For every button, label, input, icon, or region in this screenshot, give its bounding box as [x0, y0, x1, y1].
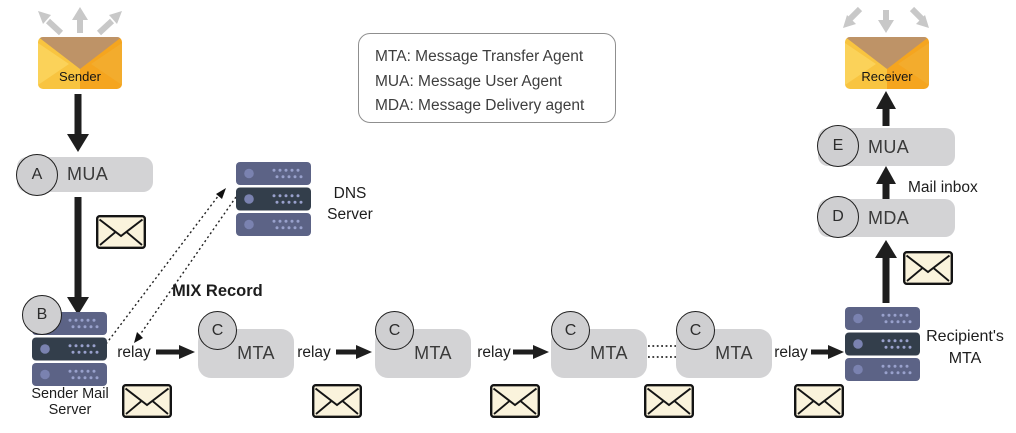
- node-mua-a: A MUA: [16, 154, 153, 196]
- node-mda-d-label: MDA: [868, 207, 910, 228]
- relay-label-1: relay: [117, 344, 151, 361]
- badge-e: E: [817, 125, 859, 167]
- badge-c-4: C: [676, 311, 715, 350]
- relay-label-3: relay: [477, 344, 511, 361]
- sender-mail-server-label: Sender Mail Server: [31, 386, 109, 418]
- arrow-mua-to-server: [67, 197, 89, 315]
- relay-label-4: relay: [774, 344, 808, 361]
- badge-c-3: C: [551, 311, 590, 350]
- mail-envelope-icon: [490, 384, 540, 418]
- mail-inbox-label: Mail inbox: [908, 179, 978, 196]
- arrow-sender-to-mua: [67, 94, 89, 152]
- recipient-mta-label: Recipient's MTA: [926, 328, 1004, 367]
- arrow-relay-3: [513, 345, 549, 359]
- legend-line-mda: MDA: Message Delivery agent: [375, 97, 585, 114]
- badge-c-1: C: [198, 311, 237, 350]
- node-mua-e-label: MUA: [868, 136, 910, 157]
- dns-server-icon: [236, 162, 311, 236]
- mix-record-label: MIX Record: [172, 282, 263, 300]
- arrow-relay-1: [156, 345, 195, 359]
- badge-a: A: [16, 154, 58, 196]
- mail-envelope-icon: [644, 384, 694, 418]
- receiver-label: Receiver: [861, 69, 913, 84]
- incoming-arrows-icon: [843, 6, 929, 33]
- mail-envelope-icon: [312, 384, 362, 418]
- node-mta-3-label: MTA: [590, 343, 628, 363]
- node-mta-3: C MTA: [551, 311, 647, 378]
- node-mua-e: E MUA: [817, 125, 955, 167]
- node-mda-d: D MDA: [817, 196, 955, 238]
- relay-arrows: [156, 345, 844, 359]
- legend-box: MTA: Message Transfer Agent MUA: Message…: [358, 33, 616, 123]
- dns-query-arrows: [105, 188, 237, 345]
- recipient-mta-server-icon: [845, 307, 920, 381]
- node-mua-a-label: MUA: [67, 164, 109, 184]
- badge-b: B: [22, 295, 62, 335]
- legend-line-mta: MTA: Message Transfer Agent: [375, 48, 584, 65]
- mail-envelope-icon: [122, 384, 172, 418]
- outgoing-arrows-icon: [38, 7, 122, 36]
- sender-label: Sender: [59, 69, 101, 84]
- dns-server-label: DNS Server: [327, 185, 373, 223]
- legend-line-mua: MUA: Message User Agent: [375, 72, 562, 90]
- arrow-server-to-mda: [875, 240, 897, 303]
- node-mta-4: C MTA: [676, 311, 772, 378]
- node-mta-1: C MTA: [198, 311, 294, 378]
- arrow-mda-to-mua: [876, 166, 896, 201]
- flow-arrows: [67, 91, 897, 315]
- node-mta-1-label: MTA: [237, 343, 275, 363]
- node-mta-2: C MTA: [375, 311, 471, 378]
- arrow-mua-to-receiver: [876, 91, 896, 126]
- arrow-relay-2: [336, 345, 372, 359]
- arrow-relay-4: [811, 345, 844, 359]
- badge-d: D: [817, 196, 859, 238]
- mail-envelope-icon: [794, 384, 844, 418]
- mail-envelope-icon: [96, 215, 146, 249]
- node-mta-4-label: MTA: [715, 343, 753, 363]
- mail-envelope-icon: [903, 251, 953, 285]
- badge-c-2: C: [375, 311, 414, 350]
- mta-continuation-dots: [648, 345, 676, 358]
- relay-label-2: relay: [297, 344, 331, 361]
- node-mta-2-label: MTA: [414, 343, 452, 363]
